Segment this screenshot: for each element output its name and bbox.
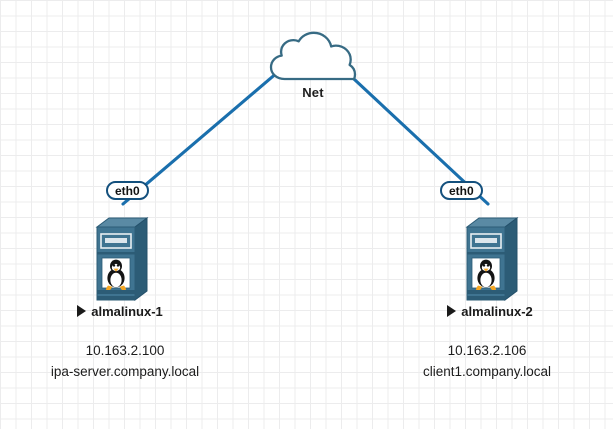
cloud-label: Net <box>302 85 324 100</box>
node-almalinux-2[interactable]: almalinux-2 <box>430 213 550 319</box>
node-info-almalinux-2[interactable]: 10.163.2.106 client1.company.local <box>372 340 602 382</box>
node-ip-almalinux-1: 10.163.2.100 <box>85 343 165 358</box>
play-triangle-icon <box>447 305 457 317</box>
tux-penguin-icon <box>476 259 496 291</box>
node-label-almalinux-2: almalinux-2 <box>430 304 550 319</box>
node-ip-almalinux-2: 10.163.2.106 <box>447 343 527 358</box>
linux-server-icon <box>430 213 550 303</box>
node-label-almalinux-1: almalinux-1 <box>60 304 180 319</box>
interface-badge-almalinux-2[interactable]: eth0 <box>440 181 483 200</box>
node-hostname-almalinux-2: client1.company.local <box>422 364 552 379</box>
node-almalinux-1[interactable]: almalinux-1 <box>60 213 180 319</box>
cloud-icon <box>269 31 357 81</box>
link-almalinux-1-net <box>121 64 287 206</box>
tux-penguin-icon <box>106 259 126 291</box>
linux-server-icon <box>60 213 180 303</box>
node-name-text: almalinux-2 <box>461 304 533 319</box>
interface-badge-almalinux-1[interactable]: eth0 <box>106 181 149 200</box>
node-hostname-almalinux-1: ipa-server.company.local <box>50 364 200 379</box>
play-triangle-icon <box>77 305 87 317</box>
node-name-text: almalinux-1 <box>91 304 163 319</box>
node-info-almalinux-1[interactable]: 10.163.2.100 ipa-server.company.local <box>10 340 240 382</box>
cloud-node[interactable] <box>268 30 358 84</box>
